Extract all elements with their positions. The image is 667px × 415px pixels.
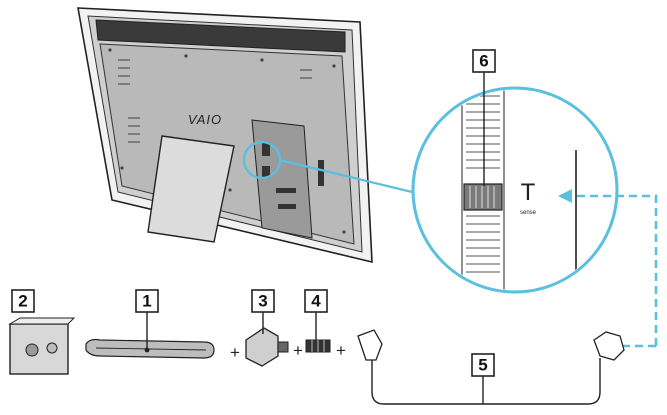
callout-2: 2 [11, 289, 35, 313]
right-plug [593, 331, 625, 361]
port-slots [262, 142, 324, 209]
wall-plate [9, 323, 69, 375]
wall-plate-side [8, 317, 76, 325]
svg-text:5: 5 [478, 356, 487, 375]
callout-5: 5 [471, 353, 495, 377]
dashed-route-line [572, 194, 658, 346]
computer-top-bar [95, 19, 346, 53]
computer-stand [147, 135, 235, 243]
outlet-socket-2 [46, 342, 58, 354]
rib-lines [466, 95, 500, 273]
magnified-view-ring [411, 86, 619, 294]
route-arrowhead [558, 189, 572, 203]
plus-sign-1: + [230, 343, 240, 362]
adapter-body [245, 327, 279, 367]
cable-loop [371, 358, 601, 405]
callout-3: 3 [251, 289, 275, 313]
coax-adapter [245, 312, 289, 367]
brand-logo: VAIO [188, 112, 222, 127]
connector-mark-label: sense [520, 210, 537, 216]
adapter-tip [277, 341, 289, 353]
outlet-socket [25, 343, 39, 357]
cable-route-dashed [558, 189, 658, 348]
callout-1: 1 [135, 289, 159, 313]
screw-dots [108, 48, 346, 234]
svg-text:6: 6 [479, 52, 488, 71]
connector-mark: T [521, 179, 536, 206]
right-angle-cable [357, 329, 625, 405]
computer-back-illustration: VAIO [77, 7, 413, 264]
wall-outlet [8, 317, 76, 375]
connector-plug [305, 312, 331, 353]
vent-slits [118, 59, 312, 143]
callout-6: 6 [472, 49, 496, 73]
plus-sign-3: + [336, 341, 346, 360]
svg-text:2: 2 [18, 292, 27, 311]
zoom-guide-line [279, 158, 413, 194]
svg-text:1: 1 [142, 292, 151, 311]
plus-sign-2: + [293, 341, 303, 360]
magnified-view: T sense [411, 72, 619, 294]
antenna-cable [85, 312, 215, 359]
callout-4: 4 [304, 289, 328, 313]
svg-text:4: 4 [311, 292, 321, 311]
left-plug [357, 329, 383, 361]
svg-text:3: 3 [258, 292, 267, 311]
